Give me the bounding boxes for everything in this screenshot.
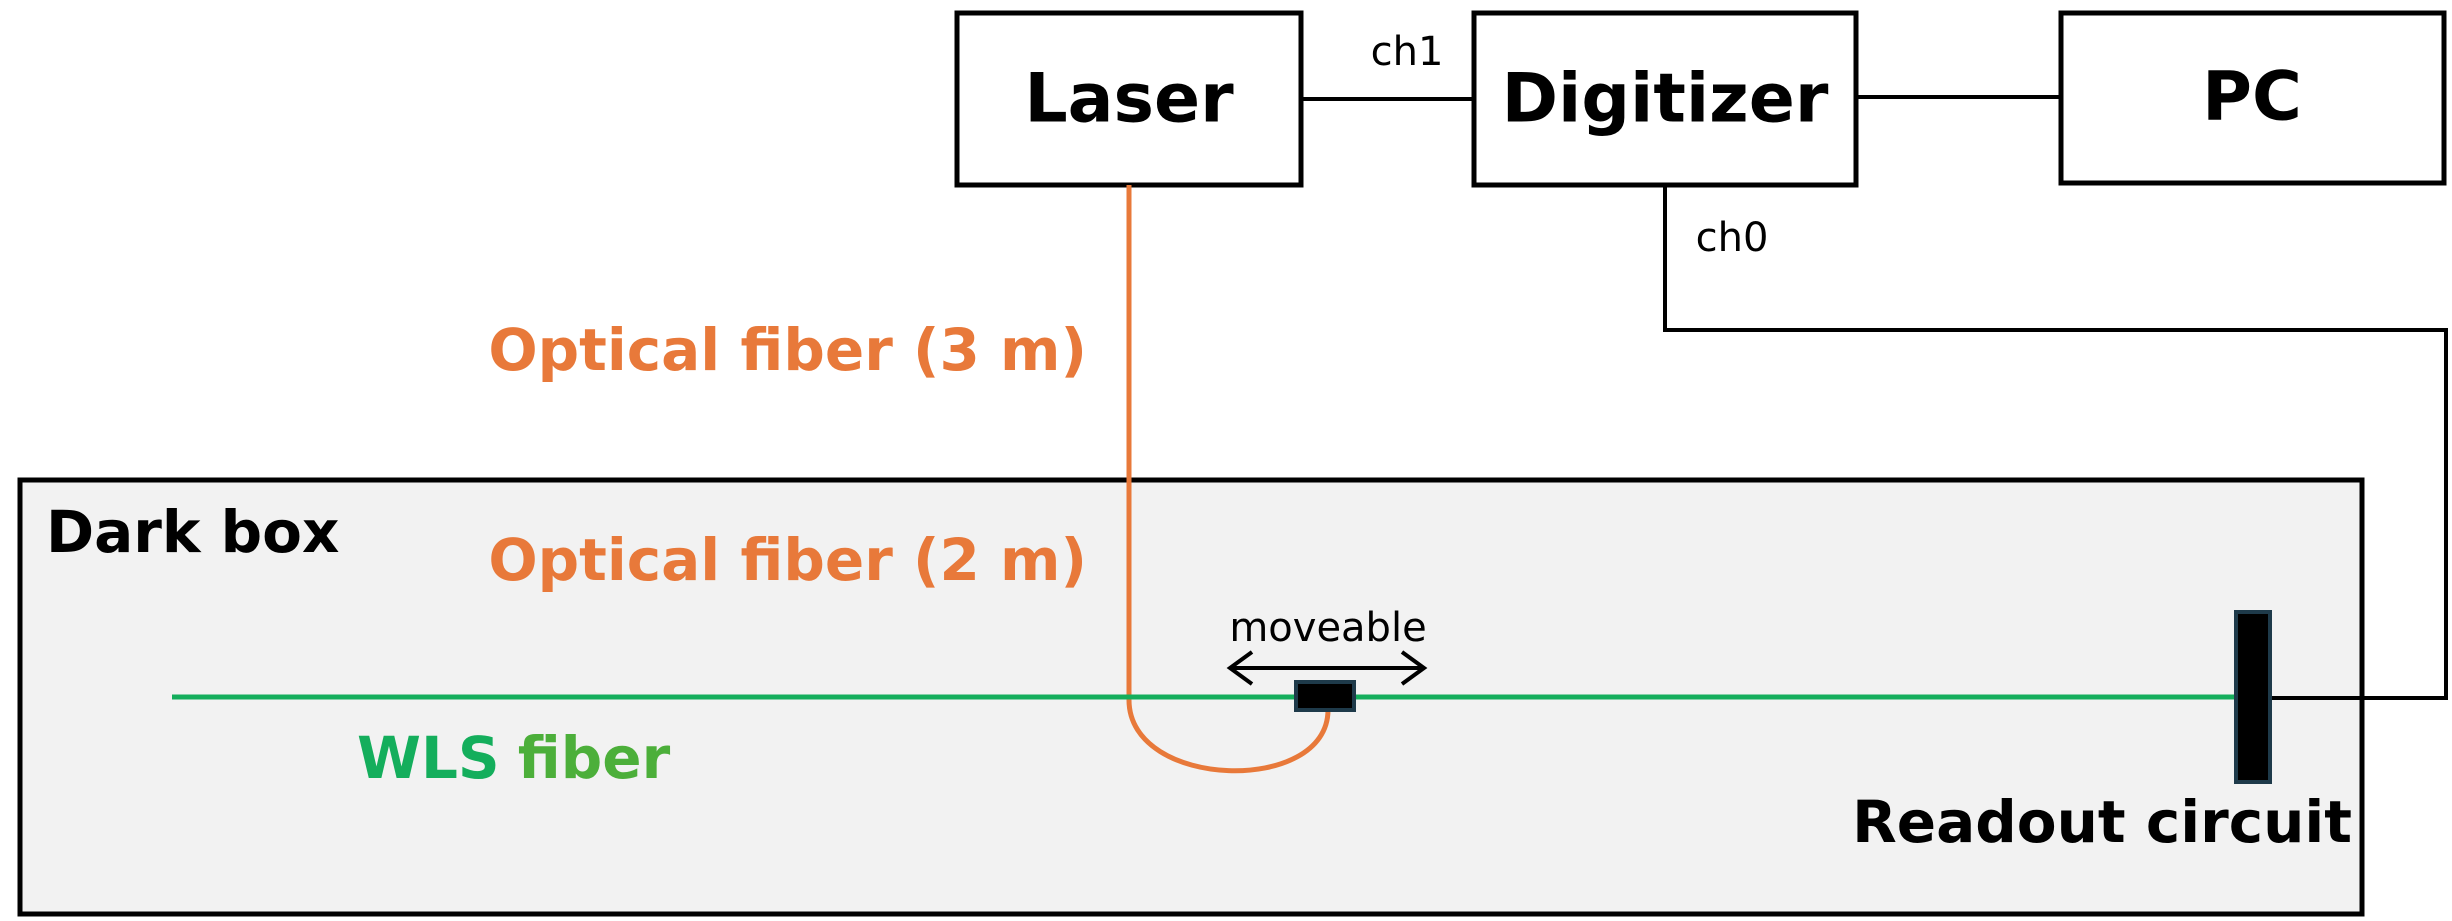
laser-label: Laser: [1024, 60, 1234, 139]
digitizer-box: [1471, 10, 1859, 188]
ch1-label: ch1: [1371, 29, 1444, 75]
moveable-arrow: [1226, 650, 1428, 686]
moveable-coupler: [1294, 680, 1356, 712]
moveable-label: moveable: [1229, 605, 1426, 651]
laser-box: [954, 10, 1304, 188]
pc-label: PC: [2202, 58, 2302, 137]
readout-circuit: [2234, 610, 2272, 784]
wls-fiber-label: WLS fiber: [357, 724, 671, 792]
pc-box: [2058, 10, 2447, 186]
dark-box-label: Dark box: [46, 498, 339, 566]
ch0-cable: [1663, 185, 2448, 700]
optical-fiber-3m-label: Optical fiber (3 m): [488, 316, 1087, 384]
wls-label-part1: WLS: [357, 724, 500, 792]
readout-circuit-label: Readout circuit: [1852, 788, 2352, 856]
wls-label-part2: fiber: [518, 724, 671, 792]
ch0-label: ch0: [1696, 215, 1769, 261]
digitizer-label: Digitizer: [1502, 60, 1829, 139]
optical-fiber-2m-label: Optical fiber (2 m): [488, 526, 1087, 594]
optical-fiber: [1126, 185, 1331, 774]
